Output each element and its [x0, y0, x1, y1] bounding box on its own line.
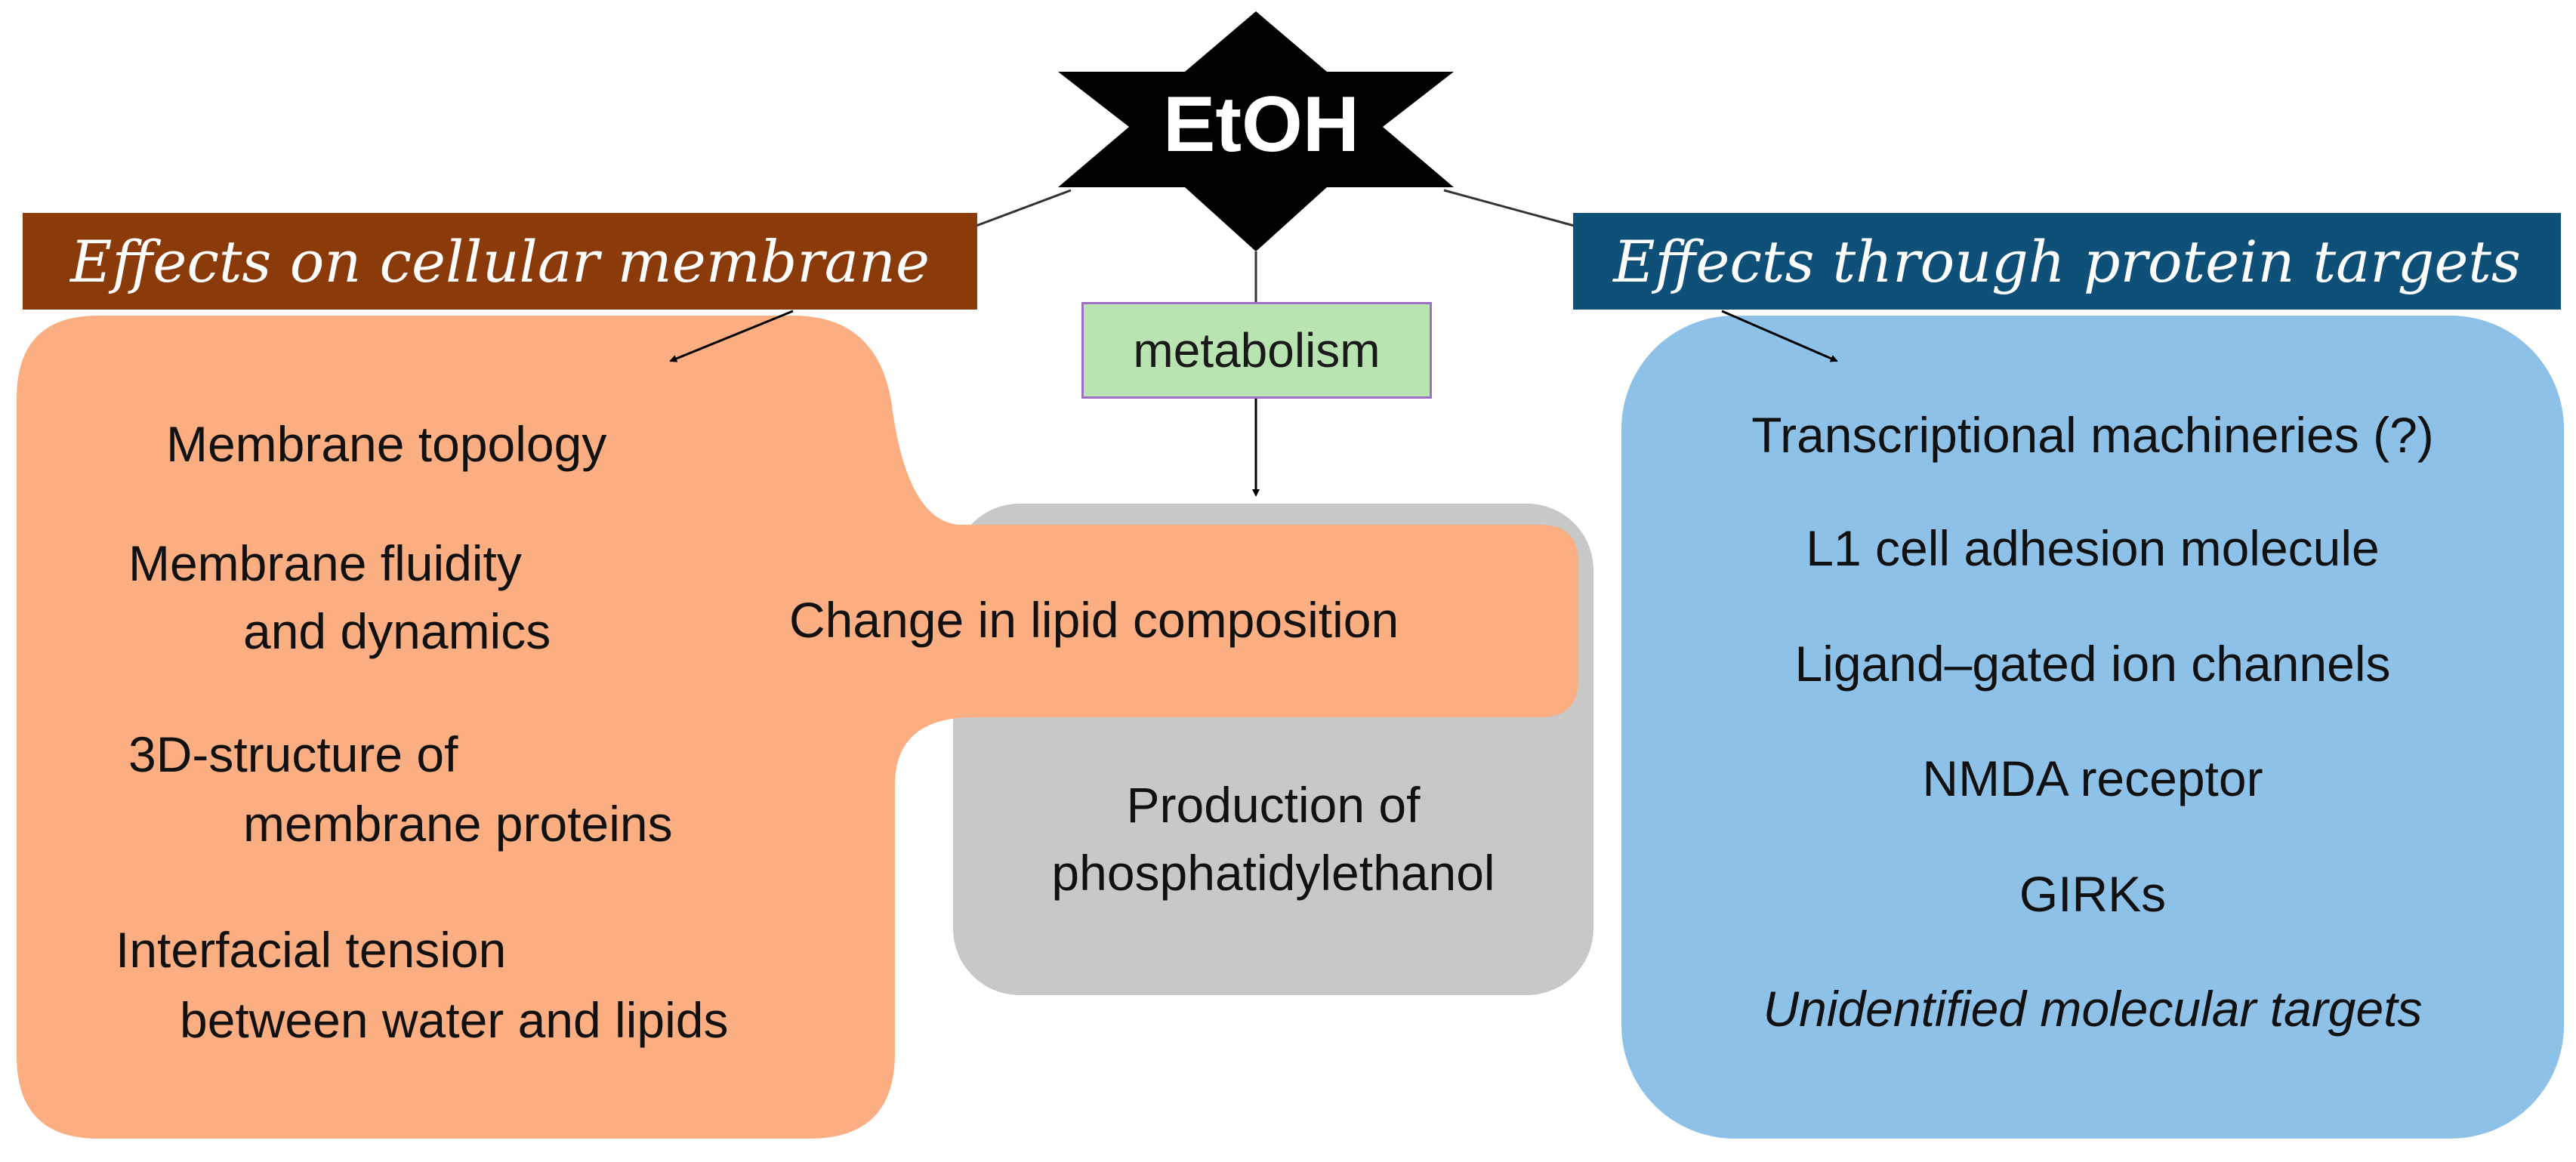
right-item-unidentified: Unidentified molecular targets [1763, 981, 2423, 1037]
connector-etoh-left [973, 189, 1072, 228]
arrow-right-header [1721, 310, 1838, 362]
left-branch-header: Effects on cellular membrane [23, 213, 977, 310]
metabolism-label: metabolism [1133, 323, 1381, 378]
orange-panel [17, 316, 1578, 1139]
left-item-membrane-fluidity: Membrane fluidity [128, 535, 522, 591]
arrow-left-header [669, 310, 794, 362]
connector-etoh-right [1443, 189, 1578, 228]
metabolism-box: metabolism [1081, 302, 1432, 399]
right-item-l1-cam: L1 cell adhesion molecule [1806, 520, 2380, 576]
left-item-3d-structure: 3D-structure of [128, 726, 458, 782]
change-in-lipid-composition: Change in lipid composition [789, 592, 1399, 648]
left-item-water-and-lipids: between water and lipids [180, 992, 729, 1048]
etoh-star [1058, 11, 1454, 251]
production-of-label: Production of [1126, 777, 1421, 833]
blue-panel [1621, 316, 2564, 1139]
right-branch-header: Effects through protein targets [1573, 213, 2561, 310]
right-item-transcriptional: Transcriptional machineries (?) [1751, 407, 2434, 463]
etoh-label: EtOH [1163, 81, 1359, 168]
right-item-nmda: NMDA receptor [1922, 751, 2263, 806]
left-item-interfacial-tension: Interfacial tension [116, 922, 507, 978]
left-item-membrane-topology: Membrane topology [166, 416, 607, 472]
phosphatidylethanol-label: phosphatidylethanol [1051, 845, 1495, 901]
left-item-and-dynamics: and dynamics [243, 603, 551, 659]
right-item-girks: GIRKs [2019, 866, 2167, 922]
right-item-ligand-gated: Ligand–gated ion channels [1794, 636, 2391, 692]
left-item-membrane-proteins: membrane proteins [243, 796, 673, 852]
